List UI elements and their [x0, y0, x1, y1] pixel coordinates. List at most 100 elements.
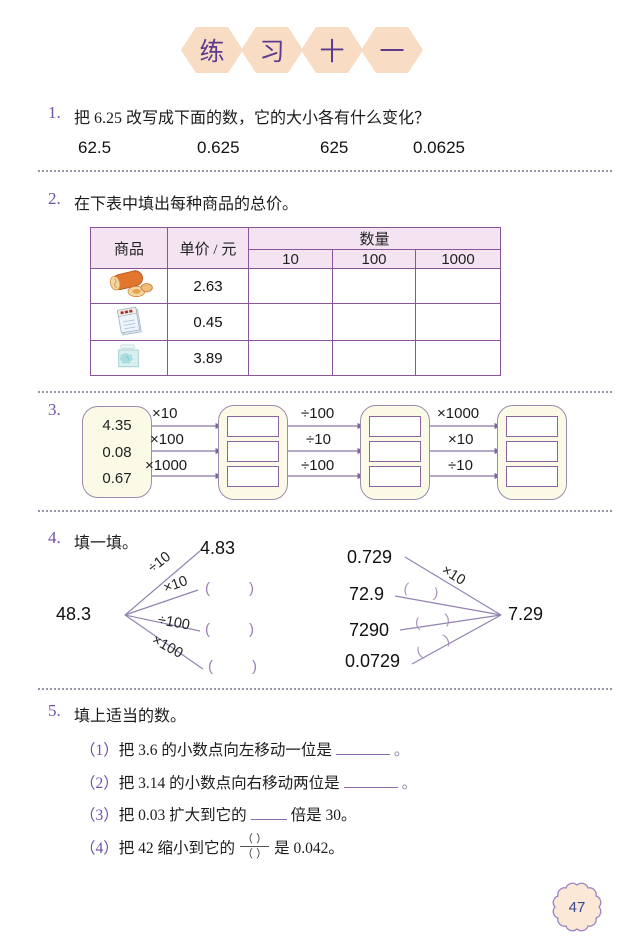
header-qty-10: 10: [248, 249, 333, 269]
header-unit-price: 单价 / 元: [167, 227, 249, 269]
item-number: （3）: [80, 807, 119, 824]
answer-slot: [369, 466, 421, 487]
q3-source-value: 4.35: [102, 416, 132, 434]
item-number: （4）: [80, 839, 119, 857]
q1-option-4: 0.0625: [413, 138, 465, 157]
title-hexagon-3: 十: [301, 27, 363, 73]
q5-text: 填上适当的数。: [74, 708, 187, 725]
q3-op-label: ÷100: [301, 405, 335, 422]
q3-op-label: ×10: [448, 431, 474, 448]
title-hexagon-4: 一: [361, 27, 423, 73]
q5-number: 5.: [48, 701, 61, 720]
q4-number: 4.: [48, 528, 61, 547]
exercise-title: 练 习 十 一: [181, 27, 423, 73]
header-quantity: 数量: [248, 227, 501, 250]
q5-item-1: （1）把 3.6 的小数点向左移动一位是 。: [80, 738, 409, 760]
q4-right-target: 7.29: [508, 604, 544, 624]
q4-branch-label: ×100: [149, 632, 186, 662]
item-text: 把 3.6 的小数点向左移动一位是: [118, 742, 332, 759]
handkerchief-image: [90, 340, 168, 376]
item-text: 把 42 缩小到它的: [118, 839, 236, 857]
item-text: 把 3.14 的小数点向右移动两位是: [118, 775, 340, 792]
total-price-cell: [332, 303, 416, 341]
answer-slot: [227, 441, 279, 462]
q3-source-value: 0.08: [102, 443, 132, 461]
q4-left-target: 4.83: [200, 538, 236, 558]
q3-op-label: ×100: [150, 431, 184, 448]
item-suffix: 。: [393, 742, 410, 759]
total-price-cell: [248, 303, 333, 341]
table-row-bread: 2.63: [90, 268, 501, 304]
title-hexagon-2: 习: [241, 27, 303, 73]
notebook-image: [90, 303, 168, 341]
total-price-cell: [415, 303, 501, 341]
q4-right-source: 7290: [349, 620, 390, 640]
q1-option-2: 0.625: [197, 138, 240, 157]
q3-answer-box-2: [360, 405, 430, 500]
answer-slot: [369, 441, 421, 462]
q3-source-box: 4.35 0.08 0.67: [82, 406, 152, 498]
q3-op-label: ×1000: [145, 457, 188, 474]
answer-slot: [227, 416, 279, 437]
q3-number: 3.: [48, 400, 61, 419]
dotted-separator: [38, 391, 612, 393]
unit-price-value: 3.89: [167, 340, 249, 376]
dotted-separator: [38, 688, 612, 690]
title-char: 十: [319, 39, 345, 66]
fraction-numerator: （ ）: [240, 832, 270, 848]
item-suffix: 是 0.042。: [274, 839, 344, 857]
q4-right-source: 72.9: [349, 584, 385, 604]
q2-number: 2.: [48, 189, 61, 208]
dotted-separator: [38, 510, 612, 512]
total-price-cell: [415, 268, 501, 304]
q4-branch-label: ÷10: [145, 548, 174, 577]
q3-op-label: ÷100: [301, 457, 335, 474]
q3-answer-box-3: [497, 405, 567, 500]
answer-slot: [506, 466, 558, 487]
q4-branch-label: ×10: [161, 573, 190, 597]
item-number: （1）: [80, 742, 119, 759]
total-price-cell: [332, 340, 416, 376]
title-hexagon-1: 练: [181, 27, 243, 73]
item-suffix: 倍是 30。: [290, 807, 357, 824]
answer-slot: [227, 466, 279, 487]
q5-item-3: （3）把 0.03 扩大到它的 倍是 30。: [80, 803, 357, 825]
answer-parens: ( ): [413, 629, 454, 661]
handkerchief-icon: [118, 343, 139, 367]
answer-slot: [369, 416, 421, 437]
total-price-cell: [248, 340, 333, 376]
header-item: 商品: [90, 227, 168, 269]
table-row-notebook: 0.45: [90, 303, 501, 341]
title-char: 习: [259, 39, 285, 66]
q1-text: 把 6.25 改写成下面的数，它的大小各有什么变化？: [74, 110, 431, 127]
q4-branch-label: ÷100: [156, 612, 192, 634]
q3-answer-box-1: [218, 405, 288, 500]
item-text: 把 0.03 扩大到它的: [118, 807, 247, 824]
unit-price-value: 0.45: [167, 303, 249, 341]
fraction-denominator: （ ）: [242, 848, 268, 861]
header-qty-1000: 1000: [415, 249, 501, 269]
title-char: 一: [379, 39, 405, 66]
answer-parens: ( ): [205, 621, 256, 638]
answer-blank: [250, 806, 287, 820]
title-char: 练: [199, 39, 225, 66]
table-row-handkerchief: 3.89: [90, 340, 501, 376]
q2-text: 在下表中填出每种商品的总价。: [74, 196, 299, 213]
q4-right-source: 0.729: [347, 547, 393, 567]
answer-parens: ( ): [402, 579, 442, 602]
q3-op-label: ×1000: [437, 405, 480, 422]
answer-parens: ( ): [413, 609, 453, 631]
answer-slot: [506, 416, 558, 437]
q1-number: 1.: [48, 103, 61, 122]
price-table: 商品 单价 / 元 数量 10 100 1000: [90, 227, 501, 376]
q4-right-source: 0.0729: [345, 651, 401, 671]
answer-parens: ( ): [205, 580, 256, 597]
page-number: 47: [569, 899, 586, 916]
notebook-icon: [116, 306, 142, 336]
q3-op-label: ÷10: [448, 457, 473, 474]
q5-item-2: （2）把 3.14 的小数点向右移动两位是。: [80, 771, 417, 793]
bread-roll-image: [90, 268, 168, 304]
total-price-cell: [248, 268, 333, 304]
q1-option-1: 62.5: [78, 138, 112, 157]
page-number-badge: 47: [552, 882, 602, 932]
